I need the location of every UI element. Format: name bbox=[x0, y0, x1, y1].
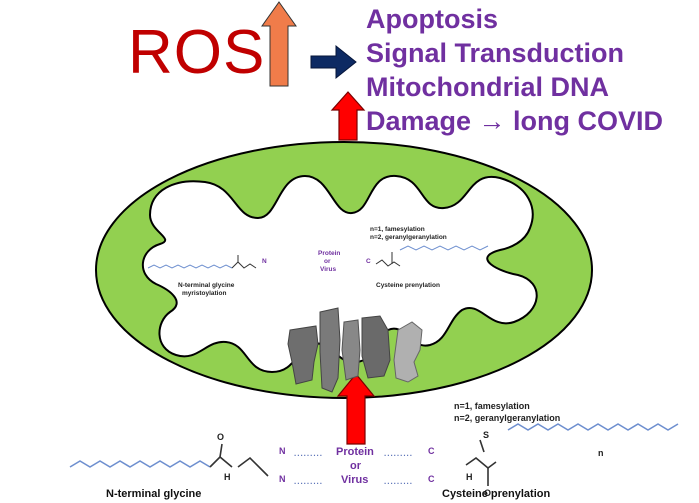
bottom-h-label-left: H bbox=[224, 472, 231, 482]
inner-or: or bbox=[324, 258, 331, 265]
complex-iv bbox=[361, 315, 391, 379]
effect-mitochondrial-dna: Mitochondrial DNA bbox=[366, 72, 609, 102]
complex-iii bbox=[341, 319, 361, 381]
bottom-subscript-n: n bbox=[598, 448, 604, 458]
bottom-h-label-right: H bbox=[466, 472, 473, 482]
bottom-virus: Virus bbox=[341, 474, 369, 486]
inner-prenyl-structure bbox=[375, 245, 489, 267]
effects-list: Apoptosis Signal Transduction Mitochondr… bbox=[366, 2, 663, 138]
effect-damage-long-covid: Damage → long COVID bbox=[366, 106, 664, 136]
bottom-c-letter-bottom: C bbox=[428, 474, 435, 484]
inner-n-letter: N bbox=[262, 258, 267, 265]
inner-protein: Protein bbox=[318, 250, 341, 257]
complex-i bbox=[287, 325, 319, 385]
inner-caption-myristoylation: myristoylation bbox=[182, 290, 227, 297]
bottom-n-letter-top: N bbox=[279, 446, 286, 456]
inner-c-letter: C bbox=[366, 258, 371, 265]
bottom-n-note-1: n=1, famesylation bbox=[454, 401, 530, 411]
ros-increase-arrow bbox=[261, 1, 297, 87]
inner-n-note-2: n=2, geranylgeranylation bbox=[370, 234, 447, 241]
effect-apoptosis: Apoptosis bbox=[366, 4, 498, 34]
bottom-or: or bbox=[350, 460, 361, 472]
protein-virus-to-complex-arrow bbox=[336, 373, 376, 445]
bottom-o-label-left: O bbox=[217, 432, 225, 442]
bottom-n-note-2: n=2, geranylgeranylation bbox=[454, 413, 561, 423]
mitochondrion-to-ros-arrow bbox=[330, 91, 366, 141]
bottom-dots-4: ......... bbox=[384, 477, 414, 486]
bottom-protein: Protein bbox=[336, 446, 374, 458]
inner-virus: Virus bbox=[320, 266, 337, 273]
bottom-dots-1: ......... bbox=[294, 449, 324, 458]
effect-signal-transduction: Signal Transduction bbox=[366, 38, 625, 68]
atp-synthase bbox=[393, 321, 423, 383]
respiratory-chain-complexes bbox=[287, 307, 423, 393]
mitochondrion-inner-membrane bbox=[141, 174, 538, 373]
bottom-myristoyl-structure bbox=[69, 443, 269, 477]
bottom-caption-glycine: N-terminal glycine bbox=[106, 488, 202, 500]
inner-caption-prenylation: Cysteine prenylation bbox=[376, 282, 440, 289]
bottom-o-label-right: O bbox=[484, 488, 492, 498]
bottom-dots-3: ......... bbox=[384, 449, 414, 458]
bottom-s-label: S bbox=[483, 430, 490, 440]
bottom-c-letter-top: C bbox=[428, 446, 435, 456]
inner-n-note-1: n=1, famesylation bbox=[370, 226, 425, 233]
bottom-n-letter-bottom: N bbox=[279, 474, 286, 484]
complex-ii bbox=[319, 307, 341, 393]
bottom-prenyl-structure bbox=[465, 423, 679, 486]
inner-caption-glycine: N-terminal glycine bbox=[178, 282, 235, 289]
ros-label: ROS bbox=[128, 18, 266, 87]
bottom-dots-2: ......... bbox=[294, 477, 324, 486]
inner-myristoyl-structure bbox=[147, 255, 257, 269]
ros-to-effects-arrow bbox=[310, 44, 357, 80]
bottom-caption-prenylation: Cysteine prenylation bbox=[442, 488, 551, 500]
